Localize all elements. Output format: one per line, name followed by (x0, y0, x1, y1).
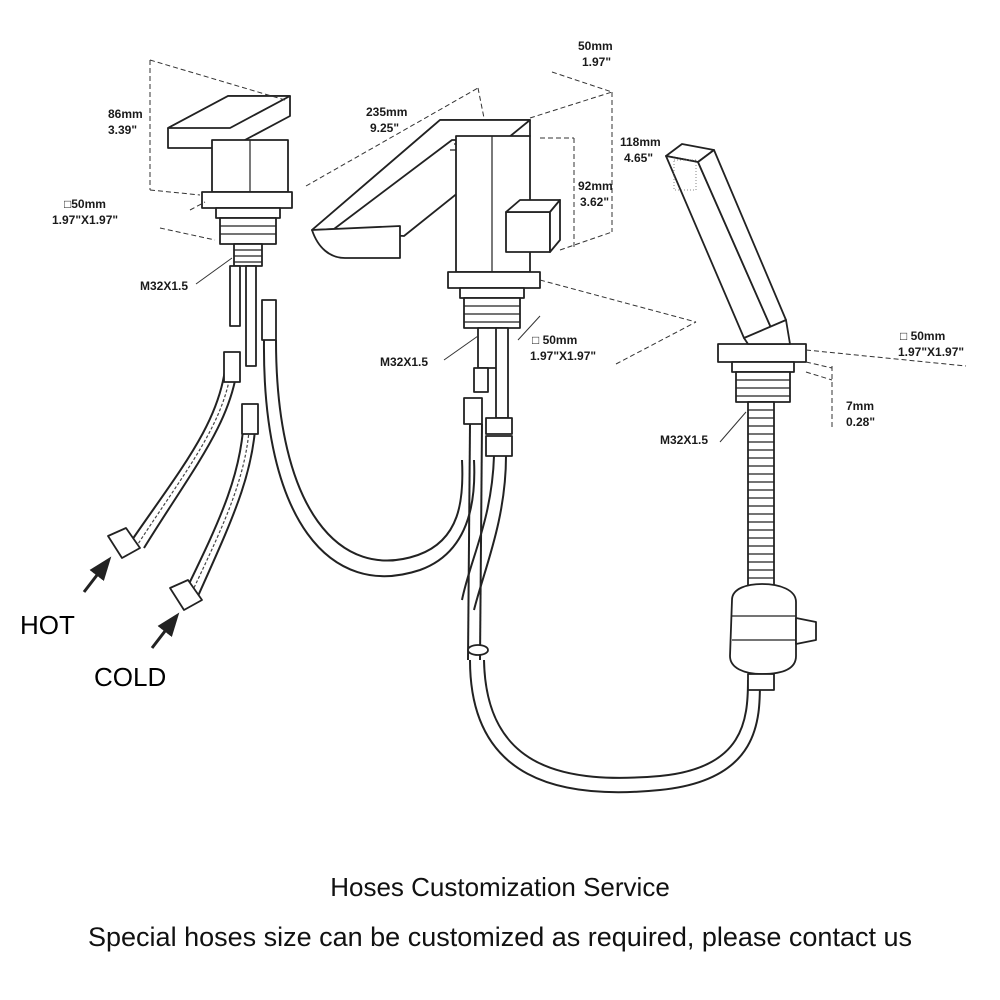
handle-height-mm: 86mm (108, 107, 143, 121)
spout-total-height-mm: 118mm (620, 135, 661, 149)
hand-shower-base-in: 1.97"X1.97" (898, 345, 964, 359)
spout-thread: M32X1.5 (380, 355, 428, 369)
hand-shower (665, 143, 967, 691)
spout-width-in: 1.97" (582, 55, 611, 69)
hot-label: HOT (20, 610, 75, 640)
handle-valve (149, 59, 293, 367)
spout-base-in: 1.97"X1.97" (530, 349, 596, 363)
cold-label: COLD (94, 662, 166, 692)
caption-subtitle: Special hoses size can be customized as … (88, 922, 912, 952)
waterfall-spout (305, 71, 761, 794)
handle-height-in: 3.39" (108, 123, 137, 137)
handle-base-in: 1.97"X1.97" (52, 213, 118, 227)
spout-base-mm: □ 50mm (532, 333, 577, 347)
hand-shower-base-mm: □ 50mm (900, 329, 945, 343)
supply-hoses (107, 299, 476, 611)
caption-title: Hoses Customization Service (330, 872, 670, 902)
handle-thread: M32X1.5 (140, 279, 188, 293)
faucet-dimension-diagram: 86mm 3.39" □50mm 1.97"X1.97" M32X1.5 HOT… (20, 39, 967, 794)
spout-width-mm: 50mm (578, 39, 613, 53)
hand-shower-thread: M32X1.5 (660, 433, 708, 447)
hand-shower-thickness-mm: 7mm (846, 399, 874, 413)
spout-total-height-in: 4.65" (624, 151, 653, 165)
spout-length-mm: 235mm (366, 105, 407, 119)
spout-outlet-height-in: 3.62" (580, 195, 609, 209)
hand-shower-thickness-in: 0.28" (846, 415, 875, 429)
handle-base-mm: □50mm (64, 197, 106, 211)
spout-length-in: 9.25" (370, 121, 399, 135)
spout-outlet-height-mm: 92mm (578, 179, 613, 193)
